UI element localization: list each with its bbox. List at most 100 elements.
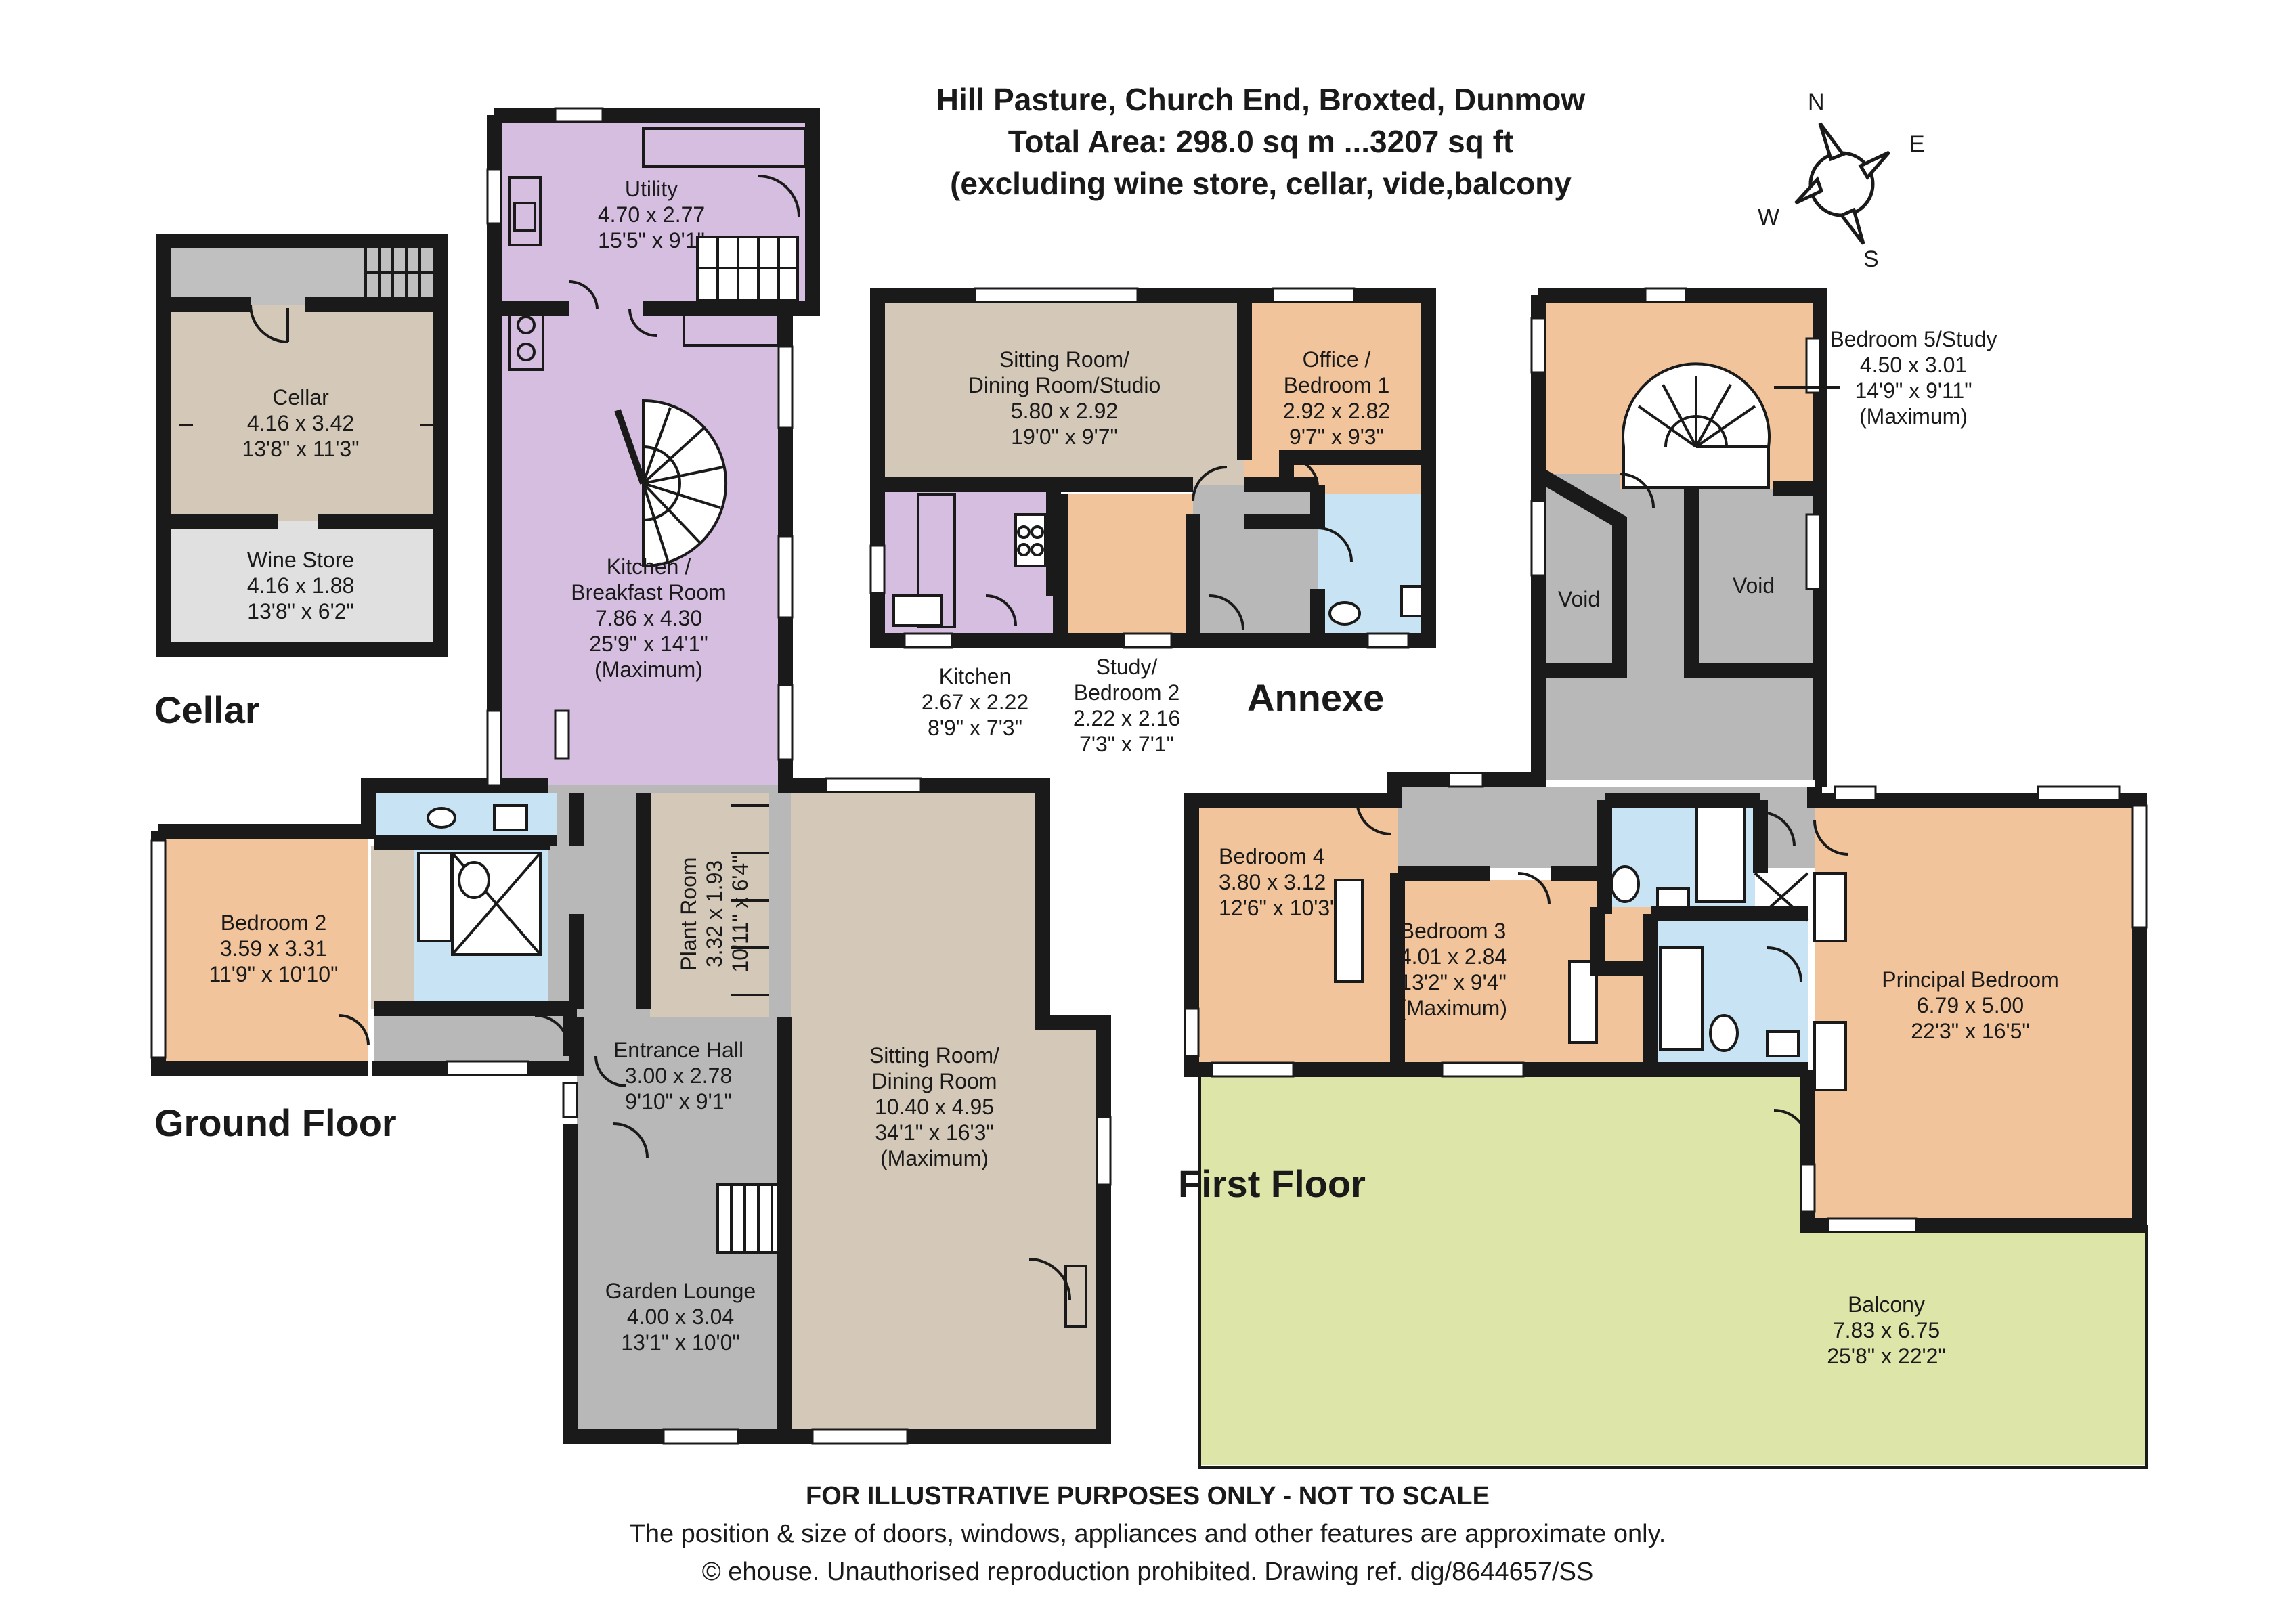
balcony-name: Balcony xyxy=(1848,1292,1925,1317)
study-bed2-metric: 2.22 x 2.16 xyxy=(1073,706,1180,730)
plant-room-imperial: 10'11" x 6'4" xyxy=(728,855,752,972)
bedroom3-imperial: 13'2" x 9'4" xyxy=(1400,970,1507,994)
bedroom2-ground-metric: 3.59 x 3.31 xyxy=(220,936,327,961)
annexe-kitchen-metric: 2.67 x 2.22 xyxy=(922,690,1028,714)
floor-label-first: First Floor xyxy=(1178,1162,1366,1205)
sitting-dining-imperial: 34'1" x 16'3" xyxy=(875,1120,994,1145)
room-sitting-dining xyxy=(791,793,1043,1437)
annexe-sitting-name-2: Dining Room/Studio xyxy=(968,373,1161,397)
floor-label-annexe: Annexe xyxy=(1247,676,1384,719)
sitting-dining-note: (Maximum) xyxy=(880,1146,989,1170)
floor-label-ground: Ground Floor xyxy=(154,1101,397,1144)
office-bed1-metric: 2.92 x 2.82 xyxy=(1283,399,1390,423)
entrance-hall-imperial: 9'10" x 9'1" xyxy=(625,1089,732,1114)
room-plant xyxy=(650,793,769,1017)
room-wine-store xyxy=(164,521,435,650)
plant-room-metric: 3.32 x 1.93 xyxy=(702,860,727,967)
annexe-sitting-metric: 5.80 x 2.92 xyxy=(1011,399,1118,423)
ground-walls xyxy=(151,108,1111,1444)
bed2-wardrobe xyxy=(371,846,414,1009)
sitting-bay xyxy=(1043,1022,1104,1437)
area-exclusions: (excluding wine store, cellar, vide,balc… xyxy=(950,166,1572,201)
utility-imperial: 15'5" x 9'1" xyxy=(598,228,705,253)
cellar-imperial: 13'8" x 11'3" xyxy=(242,437,359,461)
sitting-dining-name-2: Dining Room xyxy=(872,1069,997,1093)
annexe-walls xyxy=(870,288,1436,648)
utility-name: Utility xyxy=(625,177,678,201)
garden-lounge-name: Garden Lounge xyxy=(605,1279,756,1303)
utility-metric: 4.70 x 2.77 xyxy=(598,202,705,227)
room-entrance-hall xyxy=(577,1017,784,1179)
cellar-plan: Cellar 4.16 x 3.42 13'8" x 11'3" Wine St… xyxy=(154,234,448,731)
footer: FOR ILLUSTRATIVE PURPOSES ONLY - NOT TO … xyxy=(630,1482,1666,1586)
cellar-metric: 4.16 x 3.42 xyxy=(247,411,354,435)
principal-metric: 6.79 x 5.00 xyxy=(1917,993,2024,1017)
cellar-name: Cellar xyxy=(272,385,329,410)
study-bed2-imperial: 7'3" x 7'1" xyxy=(1079,732,1174,756)
compass-west: W xyxy=(1758,204,1779,230)
annexe-plan: Sitting Room/ Dining Room/Studio 5.80 x … xyxy=(869,287,1436,756)
annexe-kitchen-name: Kitchen xyxy=(939,664,1012,688)
principal-name: Principal Bedroom xyxy=(1882,967,2058,992)
bedroom5-metric: 4.50 x 3.01 xyxy=(1860,353,1967,377)
kitchen-note: (Maximum) xyxy=(594,657,703,682)
annexe-hall xyxy=(1193,485,1318,634)
bedroom4-metric: 3.80 x 3.12 xyxy=(1219,870,1326,894)
annexe-kitchen-imperial: 8'9" x 7'3" xyxy=(928,716,1022,740)
kitchen-imperial: 25'9" x 14'1" xyxy=(589,632,708,656)
bedroom2-ground-name: Bedroom 2 xyxy=(221,911,327,935)
bedroom3-note: (Maximum) xyxy=(1399,996,1507,1020)
study-bed2-name-1: Study/ xyxy=(1096,655,1158,679)
garden-lounge-metric: 4.00 x 3.04 xyxy=(627,1305,734,1329)
hall-stairs xyxy=(716,1183,784,1254)
wine-store-metric: 4.16 x 1.88 xyxy=(247,573,354,598)
office-bed1-name-2: Bedroom 1 xyxy=(1284,373,1390,397)
approximate-note: The position & size of doors, windows, a… xyxy=(630,1520,1666,1548)
total-area: Total Area: 298.0 sq m ...3207 sq ft xyxy=(1008,124,1514,159)
room-bedroom4 xyxy=(1198,806,1398,1063)
cellar-stairs xyxy=(364,248,433,298)
sitting-dining-name-1: Sitting Room/ xyxy=(869,1043,999,1068)
plant-room-name: Plant Room xyxy=(676,857,701,970)
bedroom3-metric: 4.01 x 2.84 xyxy=(1400,944,1507,969)
room-study-bed2 xyxy=(1060,494,1193,634)
bedroom5-note: (Maximum) xyxy=(1859,404,1968,429)
wine-store-imperial: 13'8" x 6'2" xyxy=(247,599,354,623)
office-bed1-name-1: Office / xyxy=(1303,347,1371,372)
bedroom5-name: Bedroom 5/Study xyxy=(1829,327,1997,351)
compass-south: S xyxy=(1863,246,1879,272)
property-address: Hill Pasture, Church End, Broxted, Dunmo… xyxy=(936,82,1586,117)
entrance-hall-name: Entrance Hall xyxy=(613,1038,743,1062)
ground-bath-fixtures xyxy=(417,804,542,956)
room-cellar xyxy=(164,305,435,521)
wine-store-name: Wine Store xyxy=(247,548,354,572)
balcony-imperial: 25'8" x 22'2" xyxy=(1827,1344,1946,1368)
spiral-staircase xyxy=(614,399,727,568)
kitchen-name-2: Breakfast Room xyxy=(571,580,726,605)
floor-label-cellar: Cellar xyxy=(154,688,260,731)
office-bed1-imperial: 9'7" x 9'3" xyxy=(1289,424,1384,449)
bedroom3-name: Bedroom 3 xyxy=(1400,919,1507,943)
kitchen-metric: 7.86 x 4.30 xyxy=(595,606,702,630)
room-principal xyxy=(1815,793,2134,1219)
study-bed2-name-2: Bedroom 2 xyxy=(1074,680,1180,705)
sitting-dining-metric: 10.40 x 4.95 xyxy=(875,1095,994,1119)
header: Hill Pasture, Church End, Broxted, Dunmo… xyxy=(936,82,1586,201)
garden-lounge-imperial: 13'1" x 10'0" xyxy=(621,1330,740,1355)
balcony-metric: 7.83 x 6.75 xyxy=(1833,1318,1940,1342)
compass-icon: N E S W xyxy=(1758,89,1925,272)
annexe-sitting-imperial: 19'0" x 9'7" xyxy=(1011,424,1118,449)
copyright: © ehouse. Unauthorised reproduction proh… xyxy=(702,1558,1594,1586)
entrance-hall-metric: 3.00 x 2.78 xyxy=(625,1064,732,1088)
void-left-label: Void xyxy=(1558,587,1600,611)
compass-north: N xyxy=(1808,89,1825,115)
ground-floor-plan: Utility 4.70 x 2.77 15'5" x 9'1" Kitchen… xyxy=(150,107,1112,1445)
bedroom2-ground-imperial: 11'9" x 10'10" xyxy=(209,962,339,986)
kitchen-name-1: Kitchen / xyxy=(607,554,691,579)
utility-stairs xyxy=(696,236,799,302)
cellar-stair-strip xyxy=(164,248,435,305)
bedroom4-imperial: 12'6" x 10'3" xyxy=(1219,896,1338,920)
room-annexe-sitting xyxy=(884,302,1244,485)
principal-imperial: 22'3" x 16'5" xyxy=(1911,1019,2030,1043)
